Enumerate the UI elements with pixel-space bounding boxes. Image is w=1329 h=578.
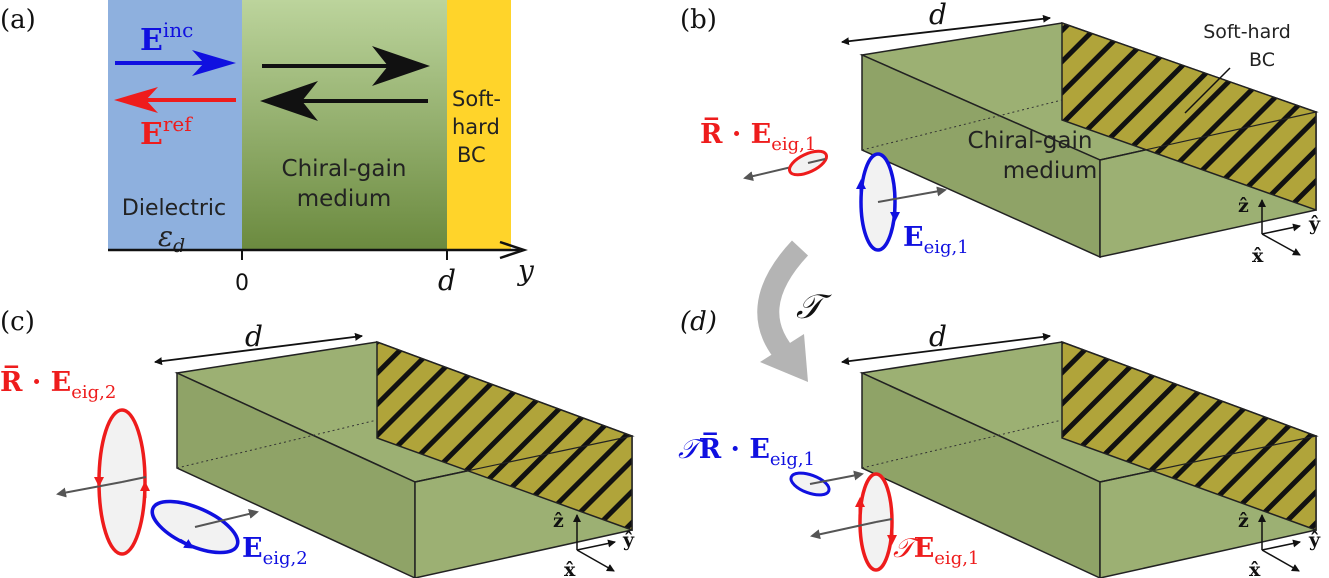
soft-hard-label-1: Soft- <box>452 87 501 111</box>
panel-b: (b) d Soft-hard BC Chiral-gain medium R̅… <box>680 0 1321 267</box>
axis-y-c <box>576 539 616 551</box>
red-wave-c-arrow <box>56 481 123 498</box>
blue-wave-c-arrow <box>194 509 259 528</box>
bc-label-b-2: BC <box>1249 49 1275 71</box>
red-wave-c-front <box>121 476 147 483</box>
axis-y-d <box>1261 539 1301 551</box>
panel-a-label: (a) <box>0 5 36 35</box>
transform-symbol: 𝒯 <box>796 287 832 327</box>
axis-x-c <box>576 549 615 572</box>
reflected-arrow-head <box>114 87 158 113</box>
blue-rotation-arrow-c <box>179 538 195 549</box>
panel-d: (d) d 𝒯R̅ · Eeig,1 𝒯Eeig,1 ẑ ŷ x̂ <box>678 307 1321 578</box>
axis-z-label-b: ẑ <box>1238 195 1249 217</box>
y-axis-arrow-head <box>499 240 528 260</box>
blue-wave-d-arrow <box>809 470 864 485</box>
panel-d-label: (d) <box>680 307 717 337</box>
box-b-diag <box>1099 111 1317 161</box>
box-c-hatch-face <box>376 340 633 532</box>
dielectric-label: Dielectric <box>122 196 226 221</box>
axis-z-label-c: ẑ <box>553 510 564 532</box>
medium-label-b-1: Chiral-gain <box>968 128 1093 154</box>
axis-x-label-c: x̂ <box>564 559 576 578</box>
d-label-d: d <box>929 320 947 353</box>
red-label-c: R̅ · Eeig,2 <box>0 364 116 403</box>
dielectric-eps: εd <box>158 220 185 257</box>
soft-hard-label-3: BC <box>457 143 486 167</box>
red-label-d: 𝒯Eeig,1 <box>893 533 979 569</box>
blue-label-c: Eeig,2 <box>242 533 308 569</box>
dielectric-region <box>108 0 242 250</box>
axis-x-label-d: x̂ <box>1249 559 1261 578</box>
d-label-b: d <box>929 0 947 31</box>
axis-y-label-c: ŷ <box>622 529 635 551</box>
box-c-diag <box>414 435 633 483</box>
panel-a: (a) Einc Eref Soft- hard BC Chiral-gain … <box>0 0 535 297</box>
tick-zero-label: 0 <box>235 271 249 296</box>
chiral-gain-region <box>242 0 447 250</box>
red-wave-b-front <box>807 158 826 164</box>
bc-pointer-b <box>1184 67 1231 114</box>
panel-b-label: (b) <box>680 5 717 35</box>
e-inc-label: Einc <box>140 18 193 58</box>
box-d-hidden-edge <box>861 419 1063 469</box>
box-d-left <box>861 371 1101 578</box>
y-axis-label: y <box>516 254 535 287</box>
box-d-hatch-face <box>1061 340 1317 532</box>
blue-wave-b-arrow <box>877 186 947 203</box>
d-arrow-d <box>841 332 1051 366</box>
medium-label-b-2: medium <box>1003 158 1098 184</box>
axis-z-label-d: ẑ <box>1238 510 1249 532</box>
box-c-left <box>176 371 416 578</box>
axis-y-label-b: ŷ <box>1308 213 1321 235</box>
red-label-b: R̅ · Eeig,1 <box>700 116 816 155</box>
box-b-hatch-face <box>1061 21 1317 212</box>
box-c-hidden-edge <box>176 419 378 469</box>
axis-y-b <box>1261 223 1301 235</box>
blue-label-b: Eeig,1 <box>903 222 969 258</box>
transform-arrow <box>757 240 809 368</box>
bc-label-b-1: Soft-hard <box>1203 21 1291 43</box>
d-arrow-b <box>841 14 1051 46</box>
e-ref-label: Eref <box>140 112 193 152</box>
blue-label-d: 𝒯R̅ · Eeig,1 <box>678 431 815 470</box>
box-b-hidden-edge <box>861 99 1063 151</box>
d-label-c: d <box>245 320 263 353</box>
transform-arrow-head <box>760 334 808 382</box>
axis-x-b <box>1261 233 1301 256</box>
panel-c: (c) d R̅ · Eeig,2 Eeig,2 ẑ ŷ x̂ <box>0 307 635 578</box>
soft-hard-region <box>447 0 511 250</box>
tick-d-label: d <box>438 264 456 297</box>
axis-x-label-b: x̂ <box>1252 245 1264 267</box>
medium-label-2: medium <box>297 186 392 212</box>
axis-y-label-d: ŷ <box>1308 529 1321 551</box>
axis-x-d <box>1261 549 1300 572</box>
box-d-diag <box>1099 435 1317 483</box>
backward-wave-arrow-head <box>260 81 318 121</box>
d-arrow-c <box>154 332 363 366</box>
forward-wave-arrow-head <box>372 46 430 86</box>
transform-arrow-group: 𝒯 <box>757 240 832 382</box>
red-wave-d-front <box>875 518 893 523</box>
incident-arrow-head <box>192 50 236 76</box>
red-wave-d-arrow <box>810 521 877 540</box>
panel-c-label: (c) <box>0 307 35 337</box>
medium-label-1: Chiral-gain <box>282 156 407 182</box>
soft-hard-label-2: hard <box>452 115 500 139</box>
